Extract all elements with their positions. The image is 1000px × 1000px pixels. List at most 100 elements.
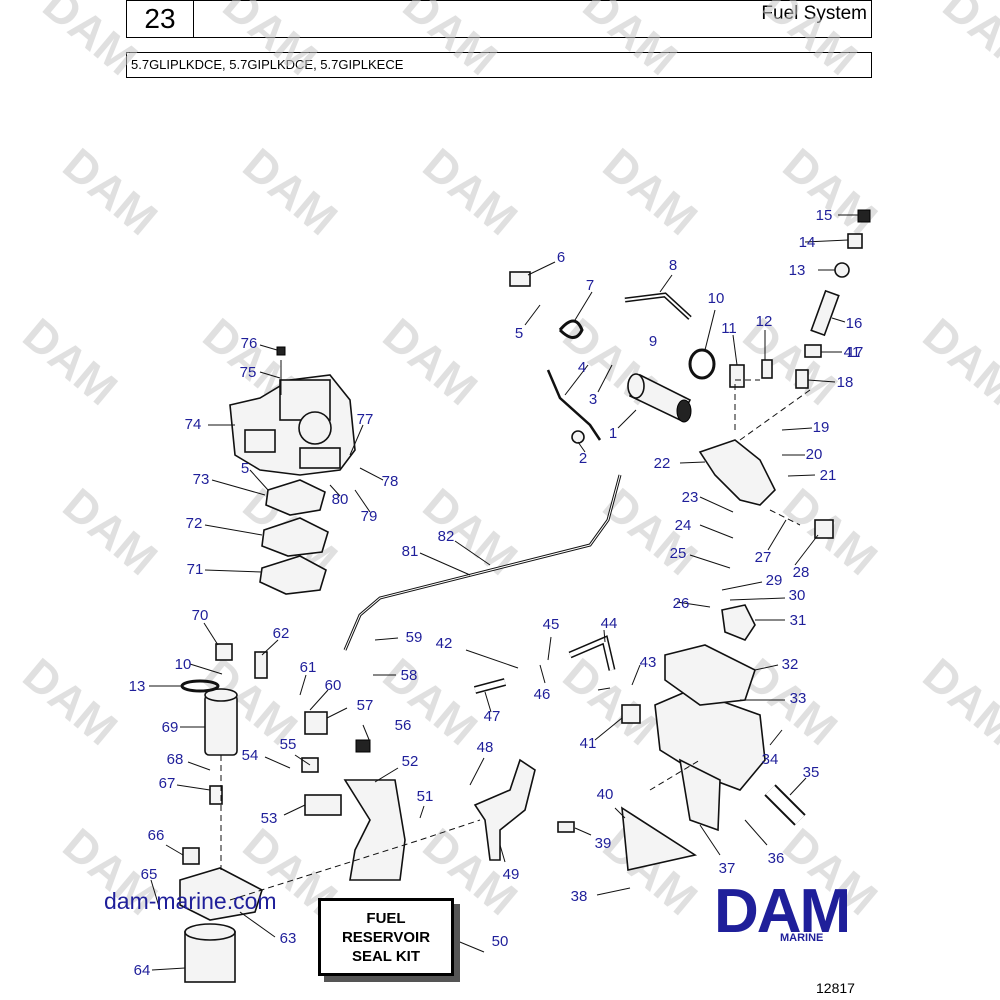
callout-10: 10	[175, 656, 192, 673]
callout-31: 31	[790, 612, 807, 629]
callout-23: 23	[682, 489, 699, 506]
callout-25: 25	[670, 545, 687, 562]
watermark: DAM	[394, 0, 508, 85]
watermark: DAM	[774, 138, 888, 245]
callout-47: 47	[484, 708, 501, 725]
callout-51: 51	[417, 788, 434, 805]
callout-54: 54	[242, 747, 259, 764]
callout-52: 52	[402, 753, 419, 770]
callout-28: 28	[793, 564, 810, 581]
watermark: DAM	[214, 0, 328, 85]
callout-34: 34	[762, 751, 779, 768]
callout-61: 61	[300, 659, 317, 676]
throttle-body	[229, 374, 356, 476]
model-list: 5.7GLIPLKDCE, 5.7GIPLKDCE, 5.7GIPLKECE	[126, 52, 872, 78]
callout-60: 60	[325, 677, 342, 694]
gasket-70	[259, 555, 327, 595]
callout-57: 57	[357, 697, 374, 714]
watermark: DAM	[34, 0, 148, 85]
figure-number: 12817	[816, 980, 855, 996]
watermark: DAM	[374, 648, 488, 755]
callout-53: 53	[261, 810, 278, 827]
callout-42: 42	[436, 635, 453, 652]
callout-20: 20	[806, 446, 823, 463]
callout-24: 24	[675, 517, 692, 534]
gasket-72	[265, 479, 326, 516]
callout-81: 81	[402, 543, 419, 560]
callout-75: 75	[240, 364, 257, 381]
kit-line-1: FUEL	[366, 910, 406, 927]
plate-39	[621, 806, 698, 871]
callout-64: 64	[134, 962, 151, 979]
bracket-48	[473, 758, 536, 861]
watermark: DAM	[914, 308, 1000, 415]
callout-35: 35	[803, 764, 820, 781]
kit-line-2: RESERVOIR	[341, 929, 431, 946]
callout-8: 8	[669, 257, 677, 274]
callout-78: 78	[382, 473, 399, 490]
watermark: DAM	[914, 648, 1000, 755]
callout-37: 37	[719, 860, 736, 877]
callout-63: 63	[280, 930, 297, 947]
callout-70: 70	[192, 607, 209, 624]
callout-76: 76	[241, 335, 258, 352]
callout-4: 4	[578, 359, 586, 376]
callout-14: 14	[799, 234, 816, 251]
dam-logo: DAM	[714, 877, 851, 946]
callout-46: 46	[534, 686, 551, 703]
website-link[interactable]: dam-marine.com	[104, 888, 277, 914]
watermark: DAM	[934, 0, 1000, 85]
callout-12: 12	[756, 313, 773, 330]
callout-17: 17	[847, 344, 864, 361]
callout-18: 18	[837, 374, 854, 391]
callout-55: 55	[280, 736, 297, 753]
callout-74: 74	[185, 416, 202, 433]
callout-36: 36	[768, 850, 785, 867]
bracket-51	[343, 779, 406, 881]
callout-80: 80	[332, 491, 349, 508]
callout-11: 11	[721, 320, 737, 337]
callout-32: 32	[782, 656, 799, 673]
callout-41: 41	[580, 735, 597, 752]
kit-line-3: SEAL KIT	[351, 948, 421, 965]
callout-19: 19	[813, 419, 830, 436]
callout-58: 58	[401, 667, 418, 684]
watermark: DAM	[374, 308, 488, 415]
callout-10: 10	[708, 290, 725, 307]
callout-56: 56	[395, 717, 412, 734]
fuel-pump-1	[627, 373, 692, 423]
watermark: DAM	[594, 138, 708, 245]
callout-21: 21	[820, 467, 837, 484]
watermark: DAM	[234, 138, 348, 245]
callout-48: 48	[477, 739, 494, 756]
callout-9: 9	[649, 333, 657, 350]
page-number: 23	[127, 1, 194, 37]
callout-3: 3	[589, 391, 597, 408]
callout-26: 26	[673, 595, 690, 612]
callout-5: 5	[515, 325, 523, 342]
watermark: DAM	[54, 478, 168, 585]
watermark: DAM	[14, 308, 128, 415]
watermark: DAM	[734, 308, 848, 415]
callout-27: 27	[755, 549, 772, 566]
watermark: DAM	[414, 478, 528, 585]
callout-79: 79	[361, 508, 378, 525]
callout-29: 29	[766, 572, 783, 589]
callout-43: 43	[640, 654, 657, 671]
callout-68: 68	[167, 751, 184, 768]
watermark: DAM	[574, 0, 688, 85]
callout-45: 45	[543, 616, 560, 633]
callout-67: 67	[159, 775, 176, 792]
callout-73: 73	[193, 471, 210, 488]
callout-6: 6	[557, 249, 565, 266]
watermark: DAM	[754, 0, 868, 85]
gasket-71	[261, 517, 329, 557]
callout-49: 49	[503, 866, 520, 883]
callout-1: 1	[609, 425, 617, 442]
callout-44: 44	[601, 615, 618, 632]
logo-subtitle: MARINE	[780, 932, 824, 944]
callout-5: 5	[241, 460, 249, 477]
pump-bracket-21	[698, 439, 776, 506]
